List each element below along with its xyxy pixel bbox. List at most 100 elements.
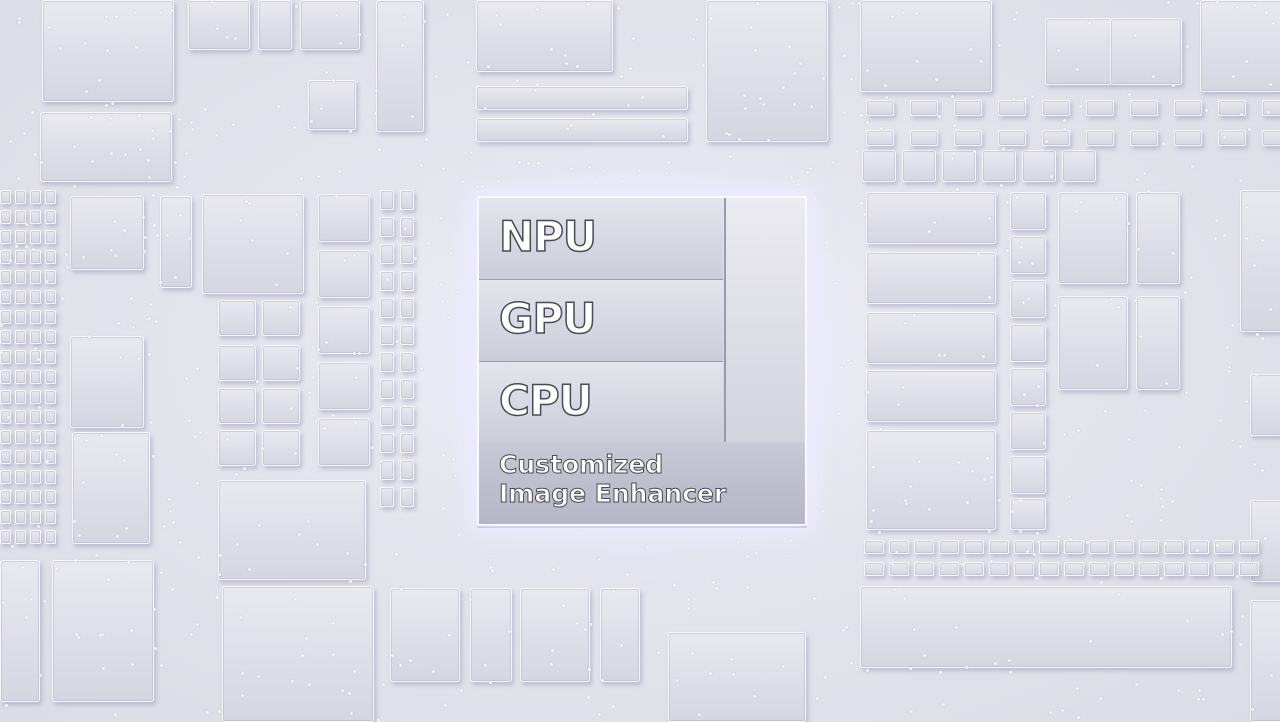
board-component — [15, 470, 26, 484]
via-dot — [126, 560, 130, 564]
via-dot — [891, 563, 895, 567]
board-component — [1114, 562, 1134, 576]
via-dot — [1136, 178, 1140, 182]
board-component — [910, 130, 938, 146]
board-component — [1086, 130, 1114, 146]
via-dot — [395, 339, 399, 343]
via-dot — [1215, 218, 1219, 222]
via-dot — [694, 17, 698, 21]
board-component — [45, 230, 56, 244]
via-dot — [837, 5, 841, 9]
via-dot — [256, 379, 260, 383]
via-dot — [1062, 128, 1066, 132]
via-dot — [1261, 239, 1265, 243]
board-component — [668, 632, 806, 722]
gpu-label: GPU — [498, 293, 597, 344]
board-component — [30, 290, 41, 304]
board-component — [222, 586, 374, 722]
via-dot — [895, 550, 899, 554]
via-dot — [95, 553, 99, 557]
via-dot — [187, 418, 191, 422]
via-dot — [72, 184, 76, 188]
via-dot — [250, 238, 254, 242]
board-component — [30, 270, 41, 284]
board-component — [70, 196, 144, 270]
via-dot — [905, 502, 909, 506]
via-dot — [1030, 94, 1034, 98]
board-component — [262, 345, 300, 381]
via-dot — [174, 161, 178, 165]
via-dot — [1027, 296, 1031, 300]
via-dot — [912, 314, 916, 318]
via-dot — [301, 653, 305, 657]
via-dot — [196, 623, 200, 627]
board-component — [1039, 540, 1059, 554]
board-component — [1130, 130, 1158, 146]
via-dot — [142, 216, 146, 220]
cpu-block: CPU — [479, 362, 723, 445]
via-dot — [144, 236, 148, 240]
via-dot — [982, 477, 986, 481]
board-component — [318, 306, 370, 354]
enhancer-label-line2: Image Enhancer — [498, 479, 727, 508]
board-component — [1136, 192, 1180, 284]
via-dot — [214, 134, 218, 138]
via-dot — [1163, 542, 1167, 546]
via-dot — [137, 357, 141, 361]
via-dot — [404, 226, 408, 230]
via-dot — [295, 366, 299, 370]
via-dot — [1134, 299, 1137, 303]
via-dot — [823, 676, 827, 680]
board-component — [954, 130, 982, 146]
via-dot — [1245, 399, 1249, 403]
via-dot — [878, 428, 882, 432]
board-component — [0, 410, 11, 424]
board-component — [380, 406, 394, 426]
via-dot — [104, 15, 108, 19]
via-dot — [38, 674, 42, 678]
via-dot — [1137, 248, 1141, 252]
via-dot — [25, 244, 29, 248]
via-dot — [611, 590, 615, 594]
via-dot — [91, 159, 95, 163]
via-dot — [657, 651, 661, 655]
via-dot — [331, 78, 335, 82]
via-dot — [753, 49, 757, 53]
via-dot — [35, 438, 39, 442]
board-component — [45, 430, 56, 444]
via-dot — [166, 234, 170, 238]
board-component — [218, 480, 366, 580]
via-dot — [1114, 197, 1118, 201]
via-dot — [1269, 307, 1273, 311]
via-dot — [985, 457, 989, 461]
via-dot — [759, 97, 763, 101]
board-component — [942, 150, 976, 182]
via-dot — [73, 520, 77, 524]
via-dot — [1100, 580, 1104, 584]
via-dot — [104, 103, 108, 107]
via-dot — [1195, 1, 1199, 5]
board-component — [1218, 100, 1246, 116]
via-dot — [1255, 372, 1259, 376]
via-dot — [1261, 469, 1265, 473]
via-dot — [1164, 382, 1168, 386]
via-dot — [742, 94, 746, 98]
via-dot — [1221, 632, 1225, 636]
via-dot — [1018, 498, 1022, 502]
via-dot — [151, 194, 155, 198]
board-component — [1014, 562, 1034, 576]
via-dot — [132, 326, 136, 330]
via-dot — [233, 37, 237, 41]
via-dot — [316, 543, 320, 547]
via-dot — [813, 597, 816, 601]
board-component — [860, 0, 992, 92]
via-dot — [927, 230, 931, 234]
via-dot — [48, 25, 52, 29]
board-component — [964, 540, 984, 554]
board-component — [1139, 562, 1159, 576]
via-dot — [1160, 505, 1164, 509]
via-dot — [935, 78, 939, 82]
via-dot — [66, 265, 70, 269]
board-component — [1042, 100, 1070, 116]
via-dot — [378, 147, 382, 151]
